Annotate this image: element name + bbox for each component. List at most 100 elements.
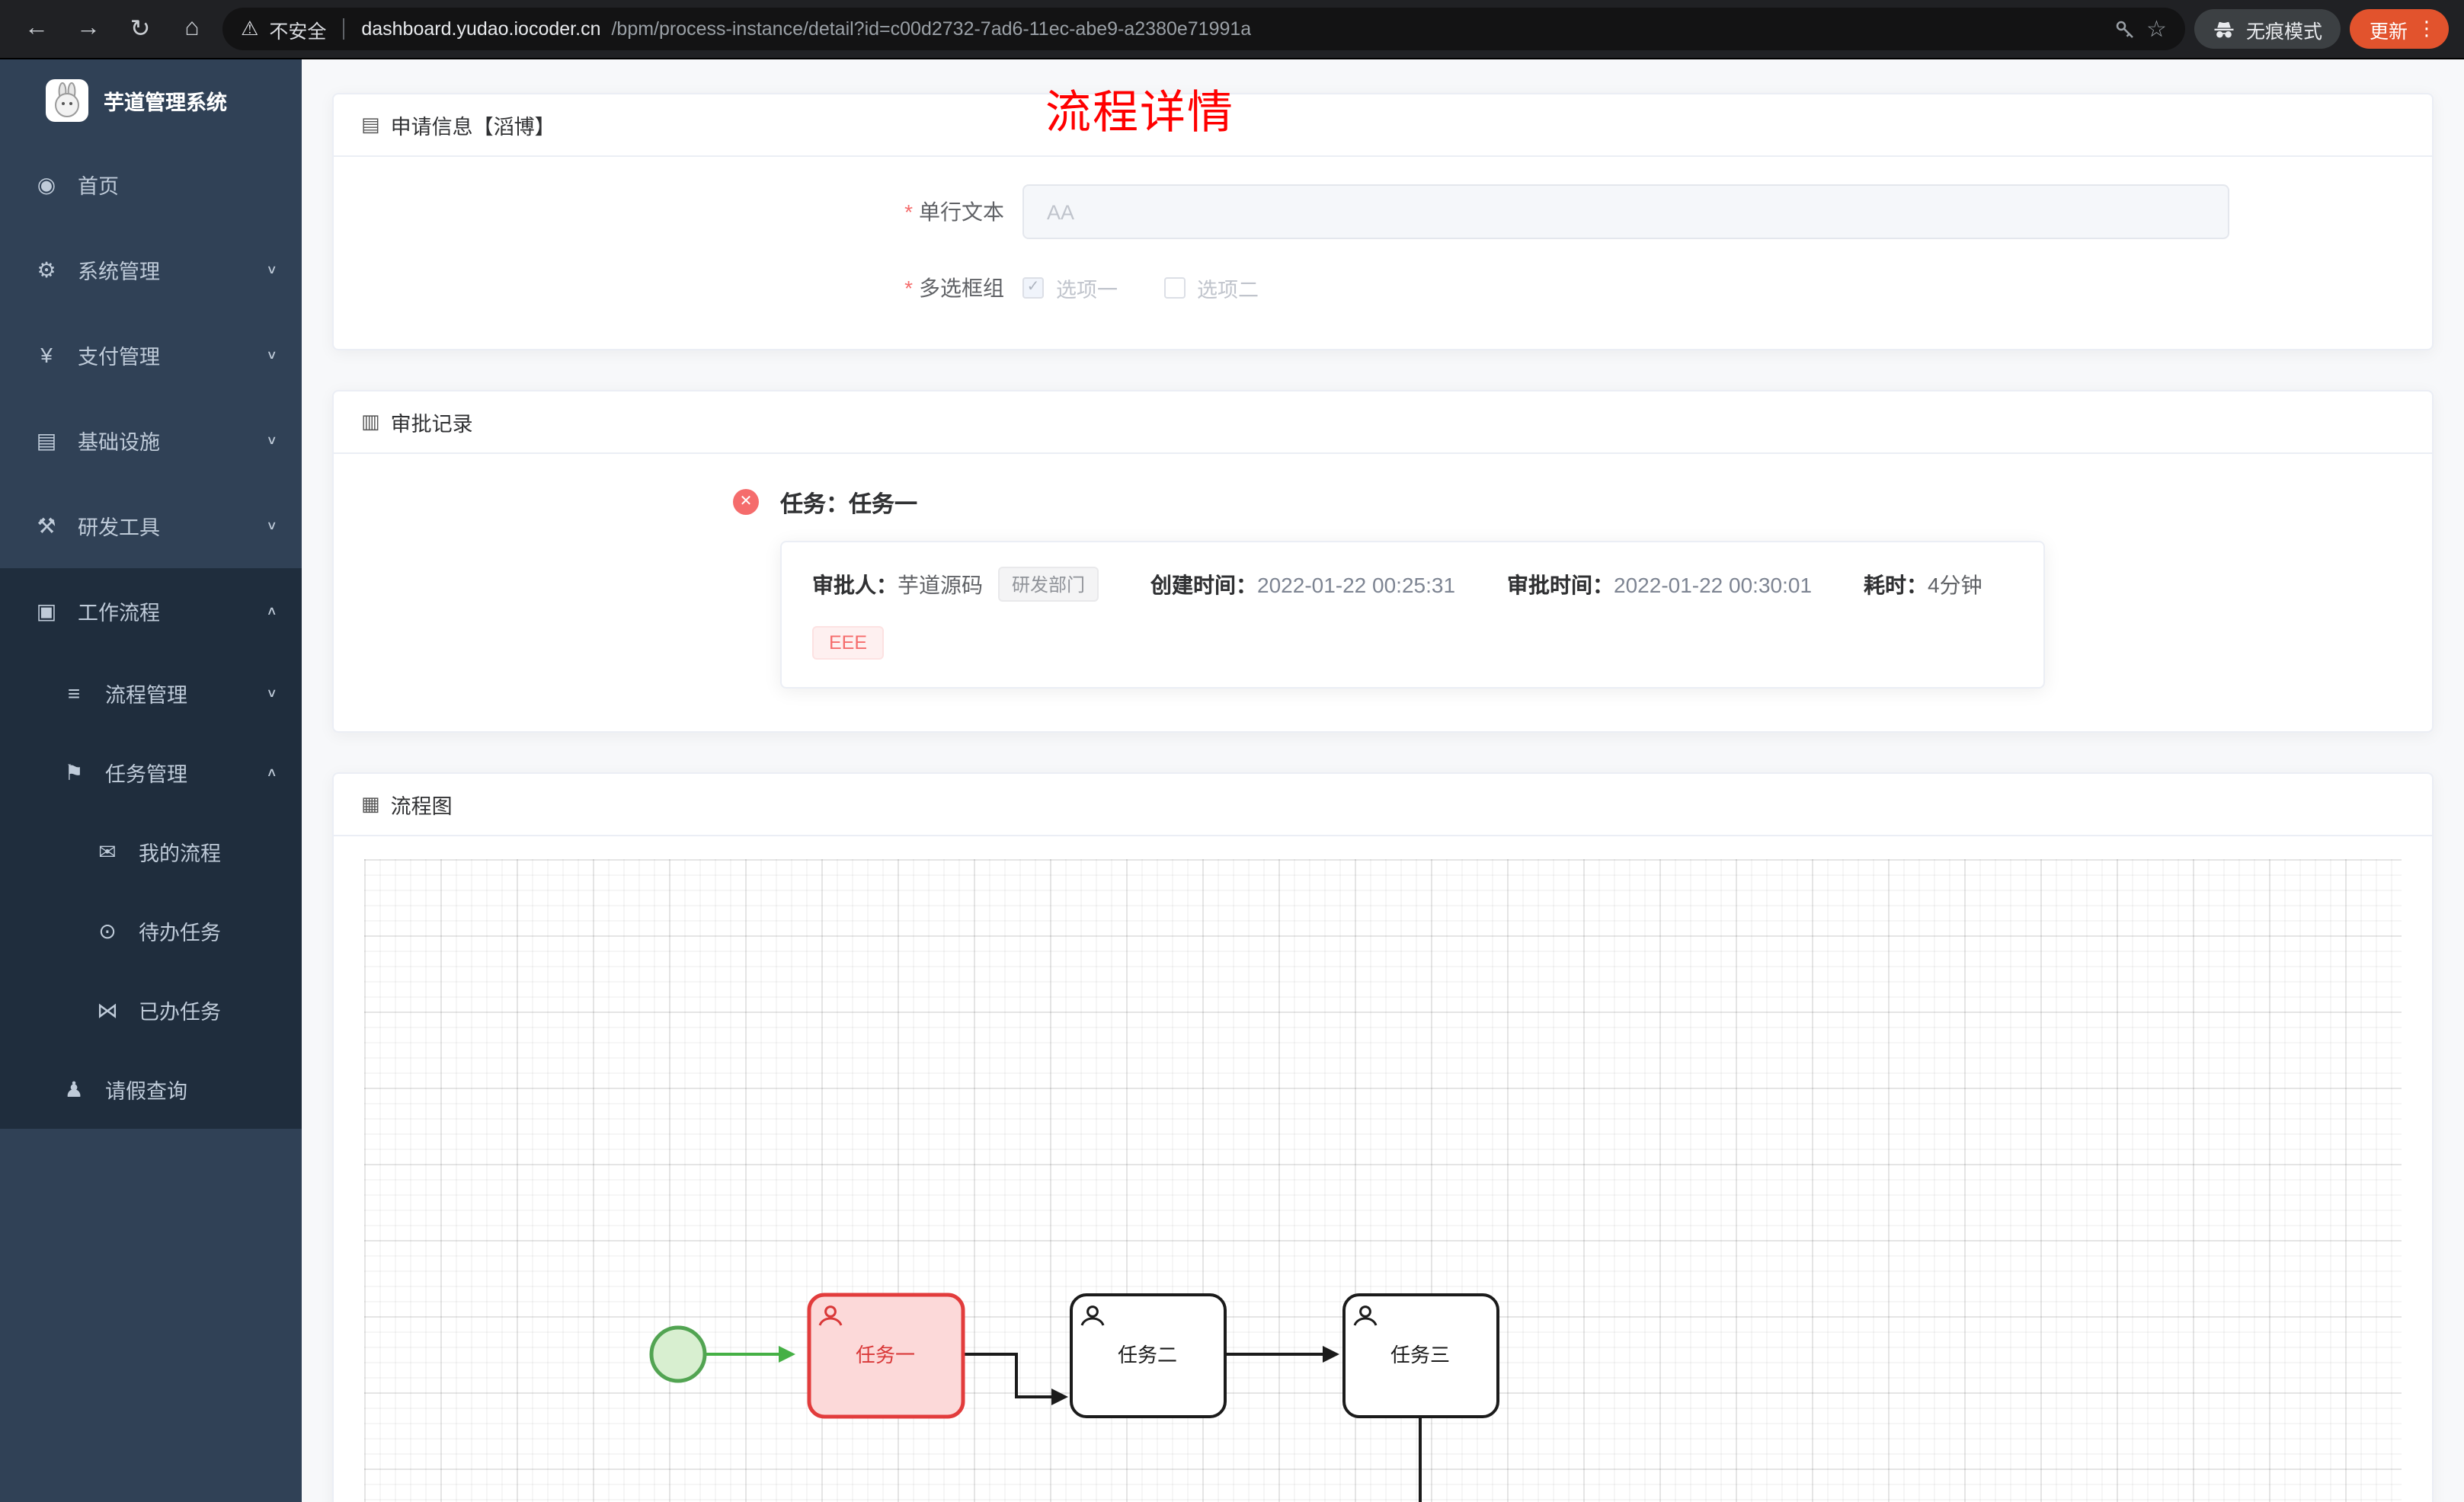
chevron-down-icon: ∨ bbox=[266, 433, 277, 447]
back-icon[interactable]: ← bbox=[24, 15, 49, 41]
not-secure-warning-icon[interactable]: ⚠ bbox=[241, 17, 259, 40]
chevron-down-icon: ∨ bbox=[266, 519, 277, 532]
approve-time-value: 2022-01-22 00:30:01 bbox=[1614, 572, 1813, 596]
update-button[interactable]: 更新 ⋮ bbox=[2349, 9, 2449, 49]
approver-name: 芋道源码 bbox=[898, 572, 983, 596]
approval-task-title: 任务：任务一 bbox=[780, 492, 918, 518]
apply-info-card: ▤ 申请信息【滔博】 *单行文本 *多选框组 选项一 bbox=[332, 93, 2434, 350]
flow-task1-to-task2 bbox=[963, 1353, 1051, 1398]
reload-icon[interactable]: ↻ bbox=[130, 17, 151, 43]
task-label: 任务三 bbox=[1390, 1344, 1450, 1366]
task-label: 任务一 bbox=[856, 1344, 915, 1366]
department-tag: 研发部门 bbox=[998, 567, 1099, 602]
incognito-label: 无痕模式 bbox=[2245, 21, 2322, 42]
url-path: /bpm/process-instance/detail?id=c00d2732… bbox=[611, 18, 1252, 40]
process-diagram-card: ▦ 流程图 bbox=[332, 772, 2434, 1502]
main-content: 流程详情 ▤ 申请信息【滔博】 *单行文本 *多选框组 bbox=[302, 59, 2464, 1502]
document-icon: ▤ bbox=[361, 113, 380, 136]
arrowhead-icon bbox=[1051, 1389, 1068, 1405]
bpmn-canvas[interactable]: 任务一 任务二 任务三 bbox=[364, 859, 2402, 1502]
sidebar-item-done-tasks[interactable]: ⋈ 已办任务 bbox=[0, 970, 302, 1050]
sidebar-item-home[interactable]: ◉ 首页 bbox=[0, 142, 302, 227]
approval-timeline: ✕ 任务：任务一 审批人： 芋道源码 研发部门 创建时间： bbox=[334, 454, 2432, 731]
checkbox-unchecked-icon bbox=[1163, 277, 1185, 299]
update-label: 更新 bbox=[2369, 21, 2408, 42]
sidebar-item-todo-tasks[interactable]: ⊙ 待办任务 bbox=[0, 891, 302, 970]
chevron-down-icon: ∨ bbox=[266, 348, 277, 362]
sidebar-item-task-management[interactable]: ⚑ 任务管理 ∧ bbox=[0, 733, 302, 812]
app-logo[interactable]: 芋道管理系统 bbox=[0, 59, 302, 142]
app-title: 芋道管理系统 bbox=[104, 91, 227, 114]
task-label: 任务二 bbox=[1118, 1344, 1177, 1366]
user-task-icon bbox=[1080, 1305, 1105, 1326]
create-time-value: 2022-01-22 00:25:31 bbox=[1257, 572, 1456, 596]
form-row-checkbox: *多选框组 选项一 选项二 bbox=[364, 273, 2402, 303]
approval-records-card-header: ▥ 审批记录 bbox=[334, 391, 2432, 454]
process-management-icon: ≡ bbox=[67, 681, 81, 705]
sidebar-item-process-management[interactable]: ≡ 流程管理 ∨ bbox=[0, 654, 302, 733]
sidebar-item-payment-management[interactable]: ¥ 支付管理 ∨ bbox=[0, 312, 302, 398]
task-management-icon: ⚑ bbox=[64, 759, 84, 784]
checkbox-group: 选项一 选项二 bbox=[1022, 273, 1259, 303]
gear-icon: ⚙ bbox=[37, 257, 56, 281]
payment-icon: ¥ bbox=[40, 343, 53, 367]
duration-value: 4分钟 bbox=[1928, 572, 1982, 596]
sidebar: 芋道管理系统 ◉ 首页 ⚙ 系统管理 ∨ ¥ 支付管理 ∨ ▤ bbox=[0, 59, 302, 1502]
address-bar[interactable]: ⚠ 不安全 dashboard.yudao.iocoder.cn /bpm/pr… bbox=[222, 8, 2185, 50]
task-node-1[interactable] bbox=[807, 1293, 965, 1419]
sidebar-item-system-management[interactable]: ⚙ 系统管理 ∨ bbox=[0, 227, 302, 312]
arrowhead-icon bbox=[1323, 1346, 1339, 1363]
chevron-up-icon: ∧ bbox=[266, 604, 277, 618]
checkbox-option-1: 选项一 bbox=[1022, 273, 1118, 303]
password-key-icon[interactable] bbox=[2113, 18, 2136, 40]
required-asterisk: * bbox=[904, 276, 913, 300]
approval-detail-line: 审批人： 芋道源码 研发部门 创建时间： 2022-01-22 00:25:31… bbox=[812, 567, 2013, 602]
done-tasks-icon: ⋈ bbox=[97, 997, 118, 1021]
workflow-submenu: ▣ 工作流程 ∧ ≡ 流程管理 ∨ ⚑ 任务管理 ∧ bbox=[0, 568, 302, 1129]
incognito-icon bbox=[2214, 21, 2234, 37]
required-asterisk: * bbox=[904, 200, 913, 224]
checkbox-field-label: 多选框组 bbox=[919, 276, 1004, 300]
sidebar-menu: ◉ 首页 ⚙ 系统管理 ∨ ¥ 支付管理 ∨ ▤ 基础设施 ∨ bbox=[0, 142, 302, 1129]
process-diagram-card-header: ▦ 流程图 bbox=[334, 774, 2432, 836]
logo-avatar bbox=[46, 79, 88, 122]
apply-form: *单行文本 *多选框组 选项一 选项二 bbox=[334, 157, 2432, 349]
user-icon: ♟ bbox=[64, 1076, 84, 1101]
sidebar-item-leave-query[interactable]: ♟ 请假查询 bbox=[0, 1050, 302, 1129]
text-field-label: 单行文本 bbox=[919, 200, 1004, 224]
browser-menu-icon[interactable]: ⋮ bbox=[2417, 17, 2437, 40]
forward-icon[interactable]: → bbox=[76, 15, 101, 41]
task-node-2[interactable] bbox=[1070, 1293, 1227, 1418]
diagram-icon: ▦ bbox=[361, 792, 380, 815]
incognito-badge: 无痕模式 bbox=[2194, 9, 2341, 49]
page-title: 流程详情 bbox=[1045, 88, 1234, 139]
dashboard-icon: ◉ bbox=[37, 171, 56, 196]
task-node-3[interactable] bbox=[1342, 1293, 1499, 1418]
omnibox-divider bbox=[343, 18, 345, 40]
records-icon: ▥ bbox=[361, 410, 380, 433]
infrastructure-icon: ▤ bbox=[36, 427, 57, 452]
sidebar-item-workflow[interactable]: ▣ 工作流程 ∧ bbox=[0, 568, 302, 654]
create-time-label: 创建时间： bbox=[1150, 572, 1258, 596]
sidebar-item-my-process[interactable]: ✉ 我的流程 bbox=[0, 812, 302, 891]
dev-tools-icon: ⚒ bbox=[37, 513, 56, 537]
bookmark-star-icon[interactable]: ☆ bbox=[2146, 17, 2167, 43]
approve-time-label: 审批时间： bbox=[1507, 572, 1614, 596]
sidebar-item-infrastructure[interactable]: ▤ 基础设施 ∨ bbox=[0, 398, 302, 483]
rejected-status-icon: ✕ bbox=[733, 489, 759, 515]
checkbox-option-2: 选项二 bbox=[1163, 273, 1259, 303]
workflow-icon: ▣ bbox=[36, 598, 57, 622]
sidebar-item-dev-tools[interactable]: ⚒ 研发工具 ∨ bbox=[0, 483, 302, 568]
arrowhead-icon bbox=[779, 1346, 795, 1363]
home-icon[interactable]: ⌂ bbox=[184, 15, 200, 41]
my-process-icon: ✉ bbox=[98, 839, 117, 863]
approver-label: 审批人： bbox=[812, 572, 898, 596]
url-domain: dashboard.yudao.iocoder.cn bbox=[361, 18, 601, 40]
reject-reason-tag: EEE bbox=[812, 626, 885, 660]
bpmn-diagram: 任务一 任务二 任务三 bbox=[649, 1293, 1499, 1502]
chevron-down-icon: ∨ bbox=[266, 263, 277, 276]
duration-label: 耗时： bbox=[1864, 572, 1928, 596]
start-event-node[interactable] bbox=[649, 1325, 707, 1383]
user-task-icon bbox=[818, 1305, 843, 1326]
eye-icon: ⊙ bbox=[98, 918, 117, 942]
